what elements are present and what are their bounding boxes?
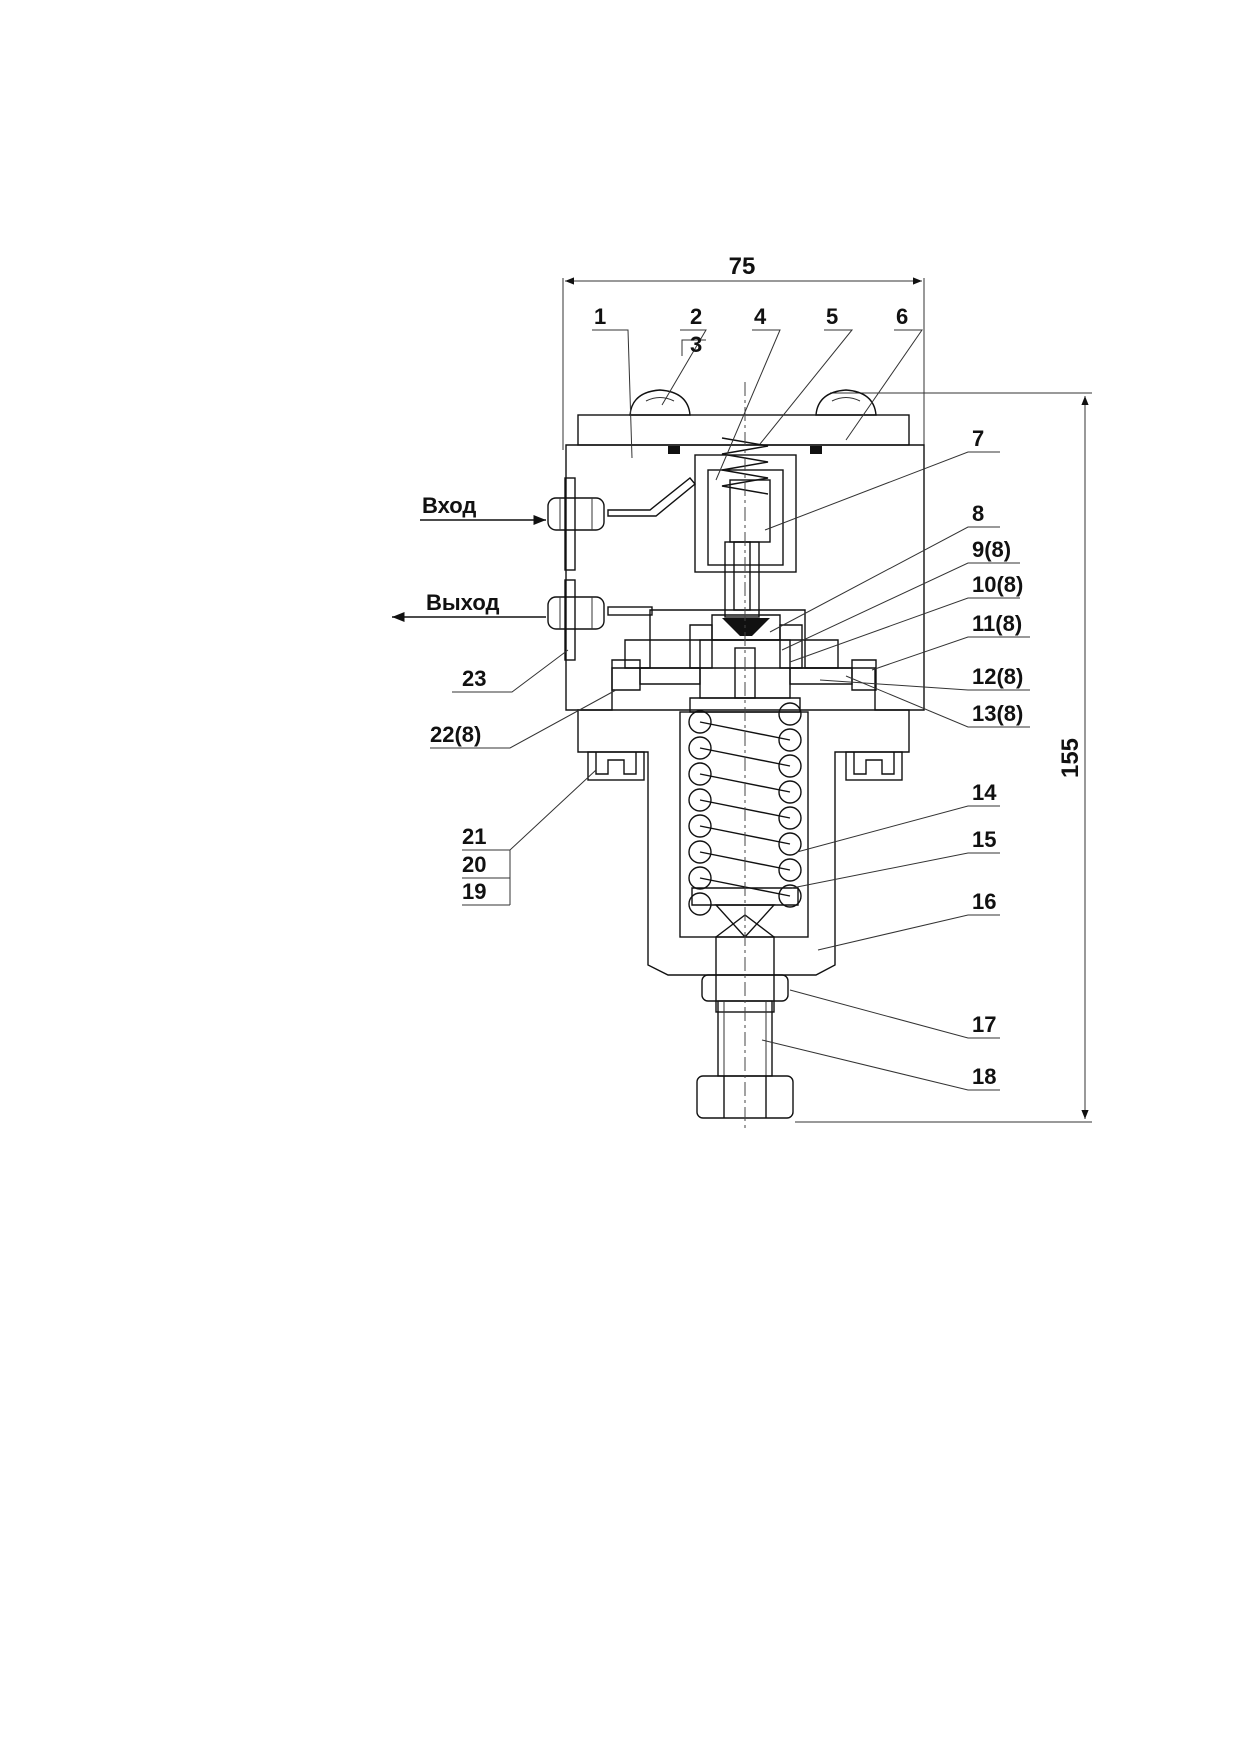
outlet-label: Выход [426, 590, 500, 615]
callout-3: 3 [690, 332, 702, 357]
height-dimension-value: 155 [1057, 738, 1084, 778]
diaphragm-assembly [611, 614, 877, 713]
callout-9: 9(8) [972, 537, 1011, 562]
callout-17: 17 [972, 1012, 996, 1037]
fittings [547, 477, 605, 661]
callout-15: 15 [972, 827, 996, 852]
width-dimension: 75 [562, 253, 925, 450]
callout-6: 6 [896, 304, 908, 329]
callout-5: 5 [826, 304, 838, 329]
callout-21: 21 [462, 824, 486, 849]
callout-22: 22(8) [430, 722, 481, 747]
inlet-label: Вход [422, 493, 476, 518]
inlet-flow: Вход [420, 493, 546, 526]
callout-4: 4 [754, 304, 767, 329]
callout-7: 7 [972, 426, 984, 451]
callout-18: 18 [972, 1064, 996, 1089]
outlet-flow: Выход [392, 590, 546, 623]
callout-19: 19 [462, 879, 486, 904]
callout-23: 23 [462, 666, 486, 691]
cover-plate [577, 389, 910, 446]
width-dimension-value: 75 [729, 253, 756, 280]
main-spring [688, 702, 802, 916]
callout-8: 8 [972, 501, 984, 526]
callout-16: 16 [972, 889, 996, 914]
callout-14: 14 [972, 780, 997, 805]
callout-20: 20 [462, 852, 486, 877]
callout-10: 10(8) [972, 572, 1023, 597]
callouts: 1 2 3 4 5 6 7 8 9(8) 10(8) 11(8) 12(8) 1… [430, 304, 1023, 1089]
callout-2: 2 [690, 304, 702, 329]
callout-1: 1 [594, 304, 606, 329]
callout-11: 11(8) [972, 611, 1022, 636]
height-dimension: 155 [795, 392, 1092, 1123]
leader-lines [430, 329, 1030, 1091]
callout-13: 13(8) [972, 701, 1023, 726]
callout-12: 12(8) [972, 664, 1023, 689]
